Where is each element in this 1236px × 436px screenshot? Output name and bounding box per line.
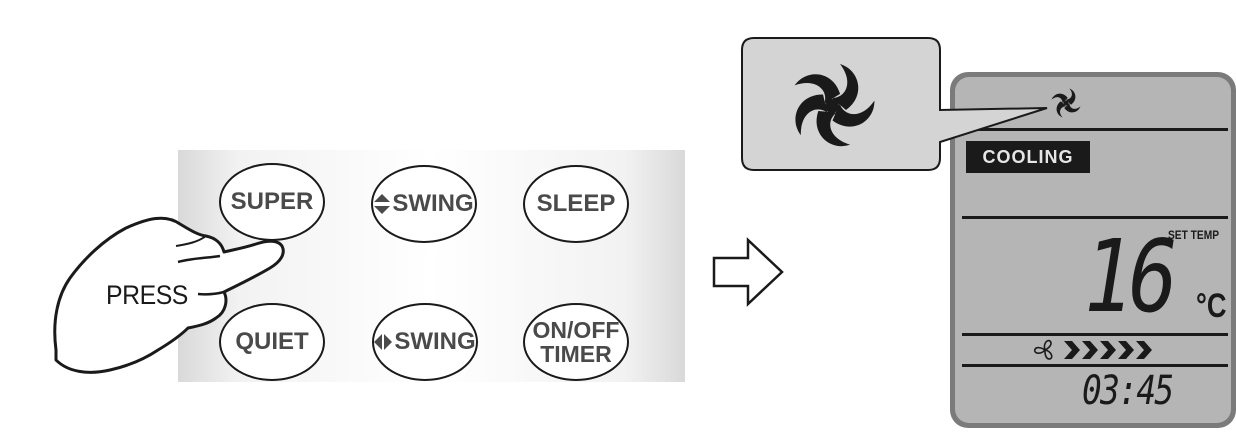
fan-speed-chevron <box>1082 341 1098 359</box>
swing-horizontal-button[interactable]: SWING <box>372 303 478 381</box>
press-label: PRESS <box>106 280 188 310</box>
temperature-readout: 16 <box>1084 218 1178 335</box>
onoff-timer-label: ON/OFF TIMER <box>533 318 620 366</box>
onoff-timer-button[interactable]: ON/OFF TIMER <box>523 303 629 381</box>
lcd-divider <box>962 333 1228 336</box>
super-mode-swirl-icon <box>1051 88 1081 118</box>
lcd-divider <box>962 364 1228 367</box>
lcd-divider <box>962 216 1228 219</box>
pressing-hand-icon <box>53 216 285 374</box>
swing-horizontal-label: SWING <box>394 328 476 355</box>
mode-indicator: COOLING <box>966 141 1090 173</box>
super-mode-large-swirl-icon <box>794 64 875 147</box>
super-button-label: SUPER <box>230 188 314 215</box>
onoff-timer-line1: ON/OFF <box>532 317 620 343</box>
right-arrow-icon <box>712 237 784 307</box>
sleep-button[interactable]: SLEEP <box>523 165 629 243</box>
sleep-button-label: SLEEP <box>536 190 616 217</box>
temperature-unit: °C <box>1196 287 1227 325</box>
fan-speed-chevron <box>1064 341 1080 359</box>
swing-vertical-button[interactable]: SWING <box>371 165 477 243</box>
fan-icon <box>1033 339 1053 360</box>
swing-vertical-label: SWING <box>392 190 474 217</box>
fan-speed-chevron <box>1136 341 1152 359</box>
onoff-timer-line2: TIMER <box>540 341 612 367</box>
quiet-button-label: QUIET <box>235 328 309 355</box>
fan-speed-chevron <box>1100 341 1116 359</box>
quiet-button[interactable]: QUIET <box>219 303 325 381</box>
clock-readout: 03:45 <box>1082 368 1174 414</box>
fan-speed-indicator <box>1064 341 1152 359</box>
up-down-arrows-icon <box>374 194 391 214</box>
left-right-arrows-icon <box>374 334 393 350</box>
super-button[interactable]: SUPER <box>219 163 325 241</box>
fan-speed-chevron <box>1118 341 1134 359</box>
set-temp-label: SET TEMP <box>1168 228 1220 242</box>
lcd-divider <box>962 128 1228 131</box>
